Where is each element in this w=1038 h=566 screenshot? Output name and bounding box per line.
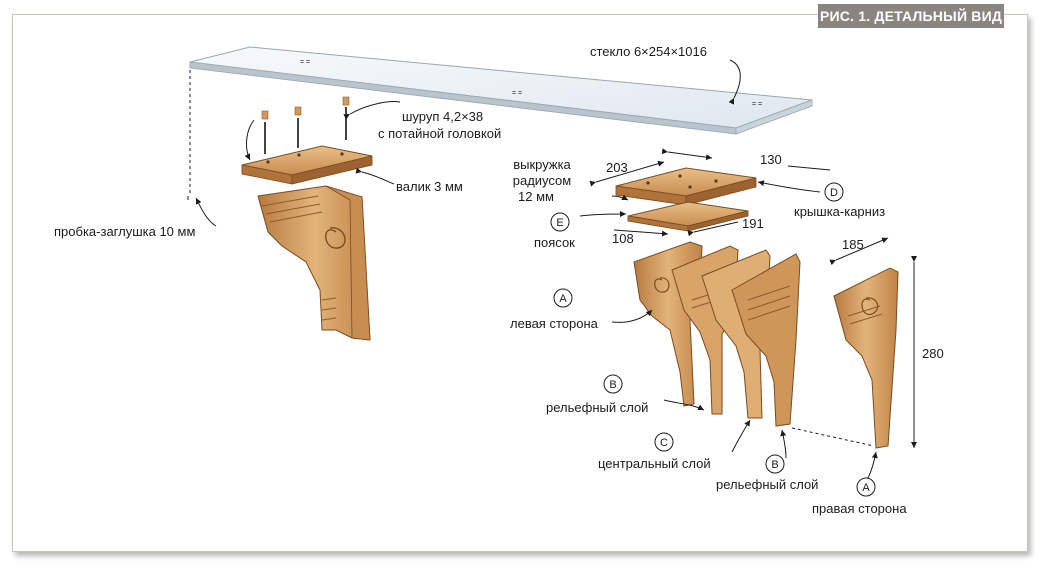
- label-right-side: правая сторона: [812, 501, 907, 516]
- marker-B-second: B: [765, 454, 785, 474]
- figure-title: РИС. 1. ДЕТАЛЬНЫЙ ВИД: [818, 4, 1004, 28]
- label-cove-line2: радиусом: [513, 173, 572, 188]
- label-left-side: левая сторона: [510, 316, 599, 331]
- marker-D: D: [824, 182, 844, 202]
- screw-icon: [261, 96, 350, 154]
- label-glass: стекло 6×254×1016: [590, 44, 707, 59]
- belt-plate: [627, 201, 749, 232]
- svg-text:A: A: [559, 293, 567, 305]
- label-central-layer: центральный слой: [598, 456, 711, 471]
- label-poyasok: поясок: [534, 235, 575, 250]
- assembly-guide-line: [791, 427, 875, 447]
- dim-130: 130: [760, 152, 782, 167]
- svg-text:= =: = =: [512, 90, 522, 97]
- svg-text:B: B: [771, 459, 778, 471]
- dimension-lines: [589, 148, 917, 448]
- svg-text:E: E: [556, 217, 563, 229]
- label-screw-line1: шуруп 4,2×38: [402, 109, 483, 124]
- dim-191: 191: [742, 216, 764, 231]
- svg-text:= =: = =: [752, 101, 762, 108]
- marker-E: E: [550, 212, 570, 232]
- svg-text:= =: = =: [300, 59, 310, 66]
- dim-108: 108: [612, 231, 634, 246]
- marker-B-first: B: [603, 374, 623, 394]
- cornice-top-plate: [615, 167, 757, 206]
- svg-text:D: D: [830, 187, 838, 199]
- marker-A-right: A: [856, 477, 876, 497]
- left-bracket-body: [257, 185, 371, 341]
- svg-text:B: B: [609, 379, 616, 391]
- label-cove-line3: 12 мм: [518, 189, 554, 204]
- leader-lines: [195, 59, 878, 479]
- dim-185: 185: [842, 237, 864, 252]
- label-plug: пробка-заглушка 10 мм: [54, 224, 195, 239]
- marker-A-left: A: [553, 288, 573, 308]
- right-side-layer: [833, 267, 899, 449]
- label-cove-line1: выкружка: [513, 157, 571, 172]
- svg-text:A: A: [862, 482, 870, 494]
- relief-layer-2: [731, 253, 801, 427]
- dim-280: 280: [922, 346, 944, 361]
- label-screw-line2: с потайной головкой: [378, 126, 501, 141]
- dim-203: 203: [606, 160, 628, 175]
- svg-text:C: C: [660, 437, 668, 449]
- left-bracket-cap: [241, 145, 373, 185]
- label-krishka: крышка-карниз: [794, 204, 885, 219]
- label-relief-layer-2: рельефный слой: [716, 477, 818, 492]
- glass-shelf: = = = = = =: [189, 46, 813, 135]
- label-valik: валик 3 мм: [396, 179, 463, 194]
- label-relief-layer-1: рельефный слой: [546, 400, 648, 415]
- marker-C: C: [654, 432, 674, 452]
